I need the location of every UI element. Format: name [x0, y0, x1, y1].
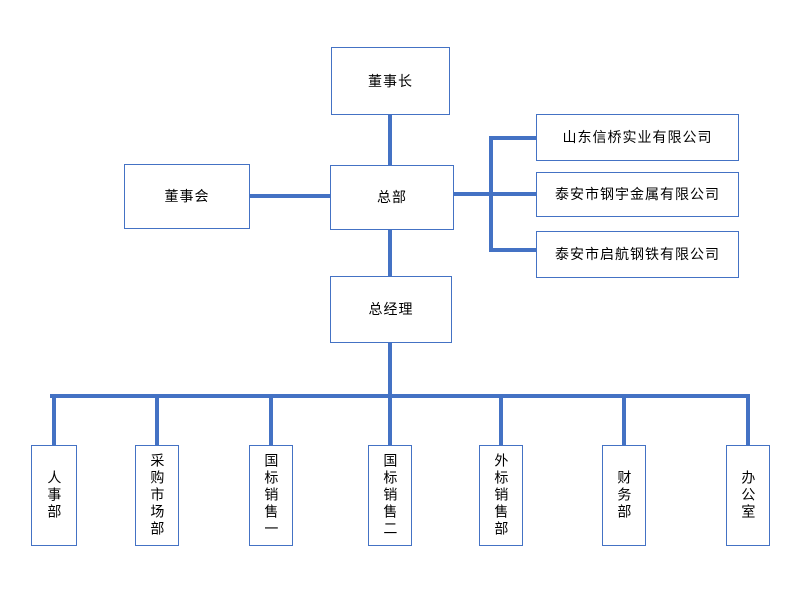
node-dept-hr-label: 人事部: [46, 470, 63, 521]
node-dept-finance: 财务部: [602, 445, 646, 546]
node-dept-external-sales: 外标销售部: [479, 445, 523, 546]
node-chairman: 董事长: [331, 47, 450, 115]
node-dept-external-sales-label: 外标销售部: [493, 453, 510, 538]
connector-drop-dept-6: [622, 394, 626, 446]
connector-headquarters-gm: [388, 230, 392, 276]
connector-branch-company-3: [489, 248, 536, 252]
departments-bus-line: [50, 394, 750, 398]
connector-drop-dept-4: [388, 394, 392, 446]
connector-drop-dept-7: [746, 394, 750, 446]
node-dept-national-sales-1: 国标销售一: [249, 445, 293, 546]
node-general-manager: 总经理: [330, 276, 452, 343]
node-dept-office: 办公室: [726, 445, 770, 546]
node-general-manager-label: 总经理: [368, 301, 414, 318]
node-dept-finance-label: 财务部: [616, 470, 633, 521]
node-headquarters-label: 总部: [377, 189, 407, 206]
connector-companies-trunk: [489, 136, 493, 252]
node-company-1: 山东信桥实业有限公司: [536, 114, 739, 161]
node-dept-national-sales-2-label: 国标销售二: [382, 453, 399, 538]
node-headquarters: 总部: [330, 165, 454, 230]
connector-drop-dept-3: [269, 394, 273, 446]
node-dept-office-label: 办公室: [740, 470, 757, 521]
node-chairman-label: 董事长: [368, 72, 413, 89]
node-board-label: 董事会: [164, 188, 210, 205]
node-dept-national-sales-2: 国标销售二: [368, 445, 412, 546]
node-dept-national-sales-1-label: 国标销售一: [263, 453, 280, 538]
node-company-3: 泰安市启航钢铁有限公司: [536, 231, 739, 278]
connector-drop-dept-1: [52, 394, 56, 446]
node-company-2: 泰安市钢宇金属有限公司: [536, 172, 739, 217]
node-dept-procurement-market-label: 采购市场部: [149, 453, 166, 538]
node-company-3-label: 泰安市启航钢铁有限公司: [555, 246, 720, 263]
node-company-1-label: 山东信桥实业有限公司: [562, 129, 713, 146]
connector-chairman-headquarters: [388, 115, 392, 165]
connector-board-headquarters: [250, 194, 330, 198]
node-company-2-label: 泰安市钢宇金属有限公司: [555, 186, 720, 203]
connector-drop-dept-5: [499, 394, 503, 446]
connector-gm-departments-bus: [388, 343, 392, 396]
node-dept-hr: 人事部: [31, 445, 77, 546]
connector-headquarters-companies: [454, 192, 536, 196]
node-dept-procurement-market: 采购市场部: [135, 445, 179, 546]
node-board: 董事会: [124, 164, 250, 229]
connector-branch-company-1: [489, 136, 536, 140]
connector-drop-dept-2: [155, 394, 159, 446]
